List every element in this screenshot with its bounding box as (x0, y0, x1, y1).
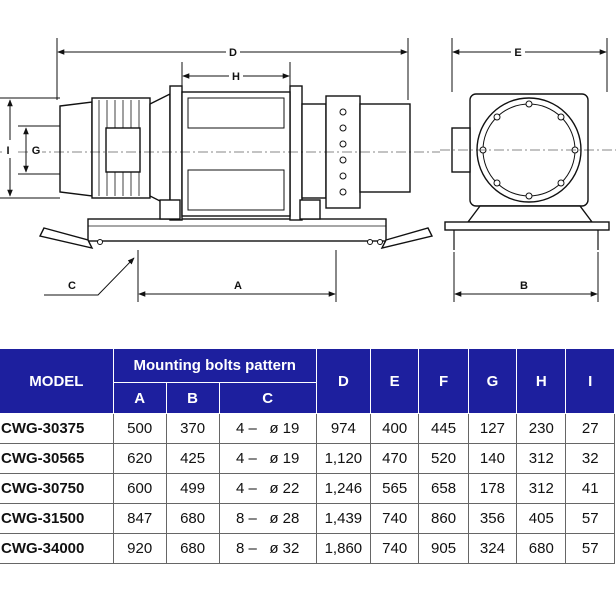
cell-a: 500 (112, 413, 167, 444)
cell-f: 860 (418, 503, 469, 534)
cell-f: 445 (418, 413, 469, 444)
terminal-box (105, 127, 141, 173)
front-view (440, 93, 616, 250)
motor-housing (59, 101, 93, 197)
cell-b: 499 (165, 473, 220, 504)
cell-g: 140 (467, 443, 518, 474)
dimension-h-label: H (232, 71, 240, 83)
col-header-f: F (418, 348, 469, 414)
cell-f: 905 (418, 533, 469, 564)
gear-cover (359, 103, 411, 193)
col-header-e: E (369, 348, 420, 414)
dimension-g-label: G (32, 145, 41, 157)
mounting-bolts-header: Mounting bolts pattern (112, 348, 317, 383)
cell-b: 680 (165, 533, 220, 564)
cell-e: 470 (369, 443, 420, 474)
col-header-d: D (315, 348, 371, 414)
cell-e: 740 (369, 533, 420, 564)
dimension-a-label: A (234, 280, 242, 292)
bolt-diameter: ø 32 (269, 540, 300, 557)
cell-c: 4 – ø 19 (218, 413, 317, 444)
cell-c: 8 – ø 32 (218, 533, 317, 564)
cell-h: 312 (516, 473, 567, 504)
cell-g: 356 (467, 503, 518, 534)
bolt-diameter: ø 19 (269, 450, 300, 467)
bolt-count: 8 – (235, 540, 257, 557)
cell-g: 178 (467, 473, 518, 504)
bolt-count: 4 – (235, 450, 257, 467)
cell-f: 658 (418, 473, 469, 504)
cell-d: 1,120 (315, 443, 371, 474)
table-row: CWG-31500 847 680 8 – ø 28 1,439 740 860… (0, 503, 615, 534)
model-cell: CWG-30565 (0, 443, 114, 474)
dimension-b-label: B (520, 280, 528, 292)
cell-e: 565 (369, 473, 420, 504)
bolt-diameter: ø 28 (269, 510, 300, 527)
cell-i: 41 (565, 473, 615, 504)
cell-h: 312 (516, 443, 567, 474)
bolt-count: 4 – (235, 420, 257, 437)
table-row: CWG-30565 620 425 4 – ø 19 1,120 470 520… (0, 443, 615, 474)
cell-h: 230 (516, 413, 567, 444)
cell-i: 57 (565, 503, 615, 534)
col-header-i: I (565, 348, 615, 414)
cell-f: 520 (418, 443, 469, 474)
cell-e: 740 (369, 503, 420, 534)
bolt-diameter: ø 19 (269, 420, 300, 437)
right-handle (380, 227, 434, 250)
dimension-d-label: D (229, 47, 237, 59)
cell-b: 680 (165, 503, 220, 534)
dimension-i-label: I (6, 145, 9, 157)
cell-b: 425 (165, 443, 220, 474)
dimension-c-leader (44, 257, 135, 296)
table-row: CWG-30750 600 499 4 – ø 22 1,246 565 658… (0, 473, 615, 504)
col-header-b: B (165, 382, 220, 414)
front-base (444, 221, 610, 231)
model-cell: CWG-30750 (0, 473, 114, 504)
cell-i: 27 (565, 413, 615, 444)
cell-c: 4 – ø 19 (218, 443, 317, 474)
bolt-count: 8 – (235, 510, 257, 527)
model-cell: CWG-34000 (0, 533, 114, 564)
model-cell: CWG-30375 (0, 413, 114, 444)
table-row: CWG-30375 500 370 4 – ø 19 974 400 445 1… (0, 413, 615, 444)
cell-e: 400 (369, 413, 420, 444)
cell-h: 680 (516, 533, 567, 564)
model-header: MODEL (0, 348, 114, 414)
bolt-count: 4 – (235, 480, 257, 497)
cell-d: 1,860 (315, 533, 371, 564)
cell-a: 600 (112, 473, 167, 504)
col-header-g: G (467, 348, 518, 414)
left-handle (38, 227, 94, 250)
cell-a: 847 (112, 503, 167, 534)
spec-table: MODEL Mounting bolts pattern D E F G H I… (0, 348, 615, 564)
cell-a: 920 (112, 533, 167, 564)
table-row: CWG-34000 920 680 8 – ø 32 1,860 740 905… (0, 533, 615, 564)
dimension-c-label: C (68, 280, 76, 292)
cell-g: 324 (467, 533, 518, 564)
col-header-h: H (516, 348, 567, 414)
dimension-e-label: E (514, 47, 521, 59)
cell-h: 405 (516, 503, 567, 534)
cell-d: 1,246 (315, 473, 371, 504)
cell-c: 8 – ø 28 (218, 503, 317, 534)
cell-b: 370 (165, 413, 220, 444)
side-view (0, 85, 440, 250)
cell-g: 127 (467, 413, 518, 444)
cell-d: 1,439 (315, 503, 371, 534)
cell-d: 974 (315, 413, 371, 444)
base-frame (87, 218, 387, 242)
model-cell: CWG-31500 (0, 503, 114, 534)
spec-table-container: MODEL Mounting bolts pattern D E F G H I… (0, 348, 616, 616)
cell-i: 57 (565, 533, 615, 564)
winch-dimension-drawing: D H E I G C A B (0, 38, 616, 302)
col-header-c: C (218, 382, 317, 414)
bolt-diameter: ø 22 (269, 480, 300, 497)
col-header-a: A (112, 382, 167, 414)
cell-i: 32 (565, 443, 615, 474)
cell-c: 4 – ø 22 (218, 473, 317, 504)
cell-a: 620 (112, 443, 167, 474)
gearbox (301, 103, 327, 199)
